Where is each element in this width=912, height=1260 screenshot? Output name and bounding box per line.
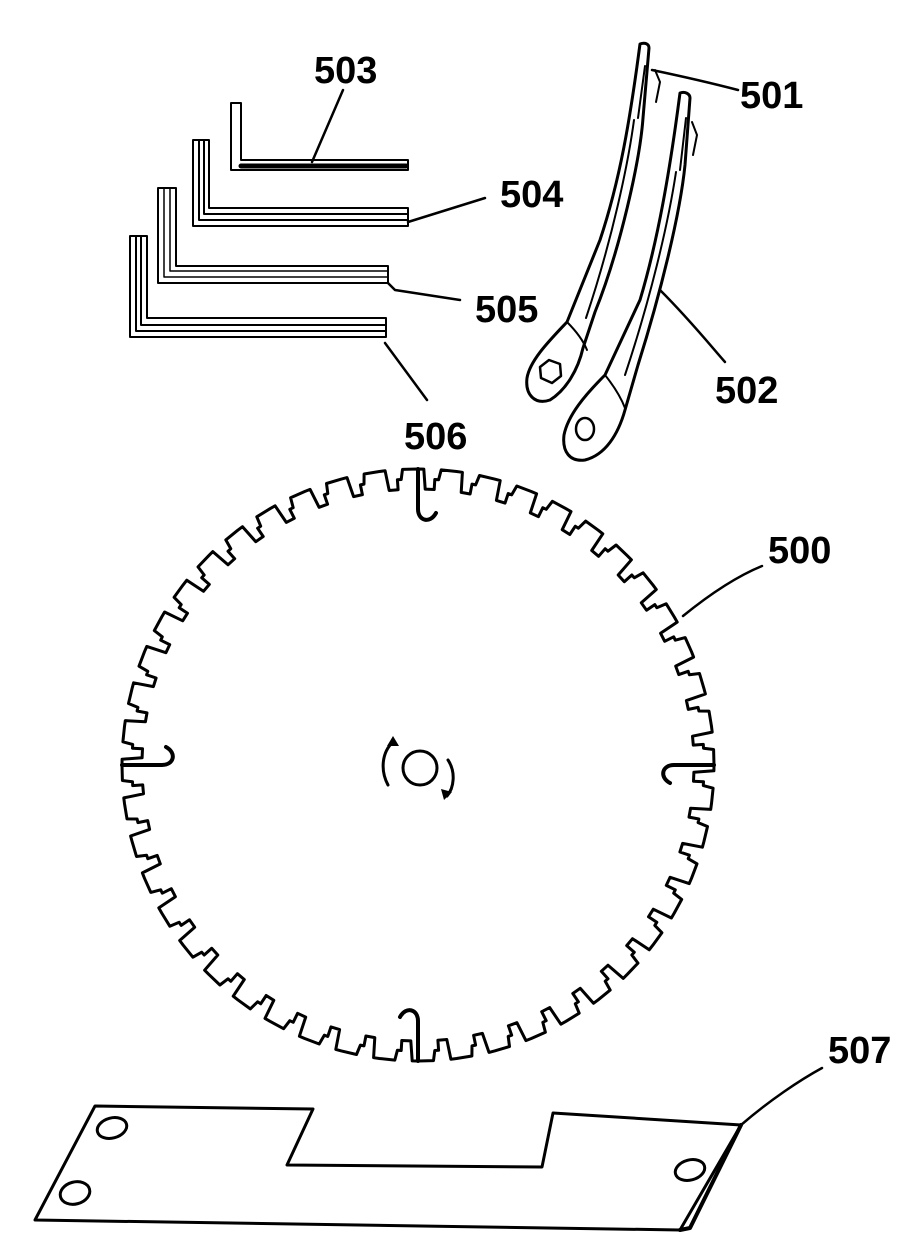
wrench-501: [525, 41, 661, 403]
wrench-502: [562, 90, 698, 462]
label-502: 502: [715, 370, 778, 412]
leader-lines-keys: [310, 88, 487, 402]
blade-toothed-outline: [120, 467, 716, 1063]
rotation-arrows-icon: [381, 736, 455, 800]
label-500: 500: [768, 530, 831, 572]
saw-blade-500: [120, 467, 764, 1063]
label-506: 506: [404, 416, 467, 458]
blade-hook-slot: [120, 745, 175, 767]
blade-hook-slot: [416, 467, 438, 522]
leader-lines-wrenches: [650, 68, 740, 364]
label-503: 503: [314, 50, 377, 92]
hex-key-506: [129, 235, 387, 338]
label-501: 501: [740, 75, 803, 117]
leader-line-500: [681, 564, 764, 618]
label-505: 505: [475, 289, 538, 331]
leader-line-507: [739, 1066, 824, 1127]
hex-key-503: [230, 102, 409, 171]
hex-key-505: [157, 187, 389, 284]
blade-hook-slot: [398, 1008, 420, 1063]
label-504: 504: [500, 174, 563, 216]
hex-key-504: [192, 139, 409, 227]
label-507: 507: [828, 1030, 891, 1072]
blade-hook-slot: [661, 763, 716, 785]
plate-507: [33, 1066, 824, 1232]
blade-expansion-slots: [120, 467, 716, 1063]
